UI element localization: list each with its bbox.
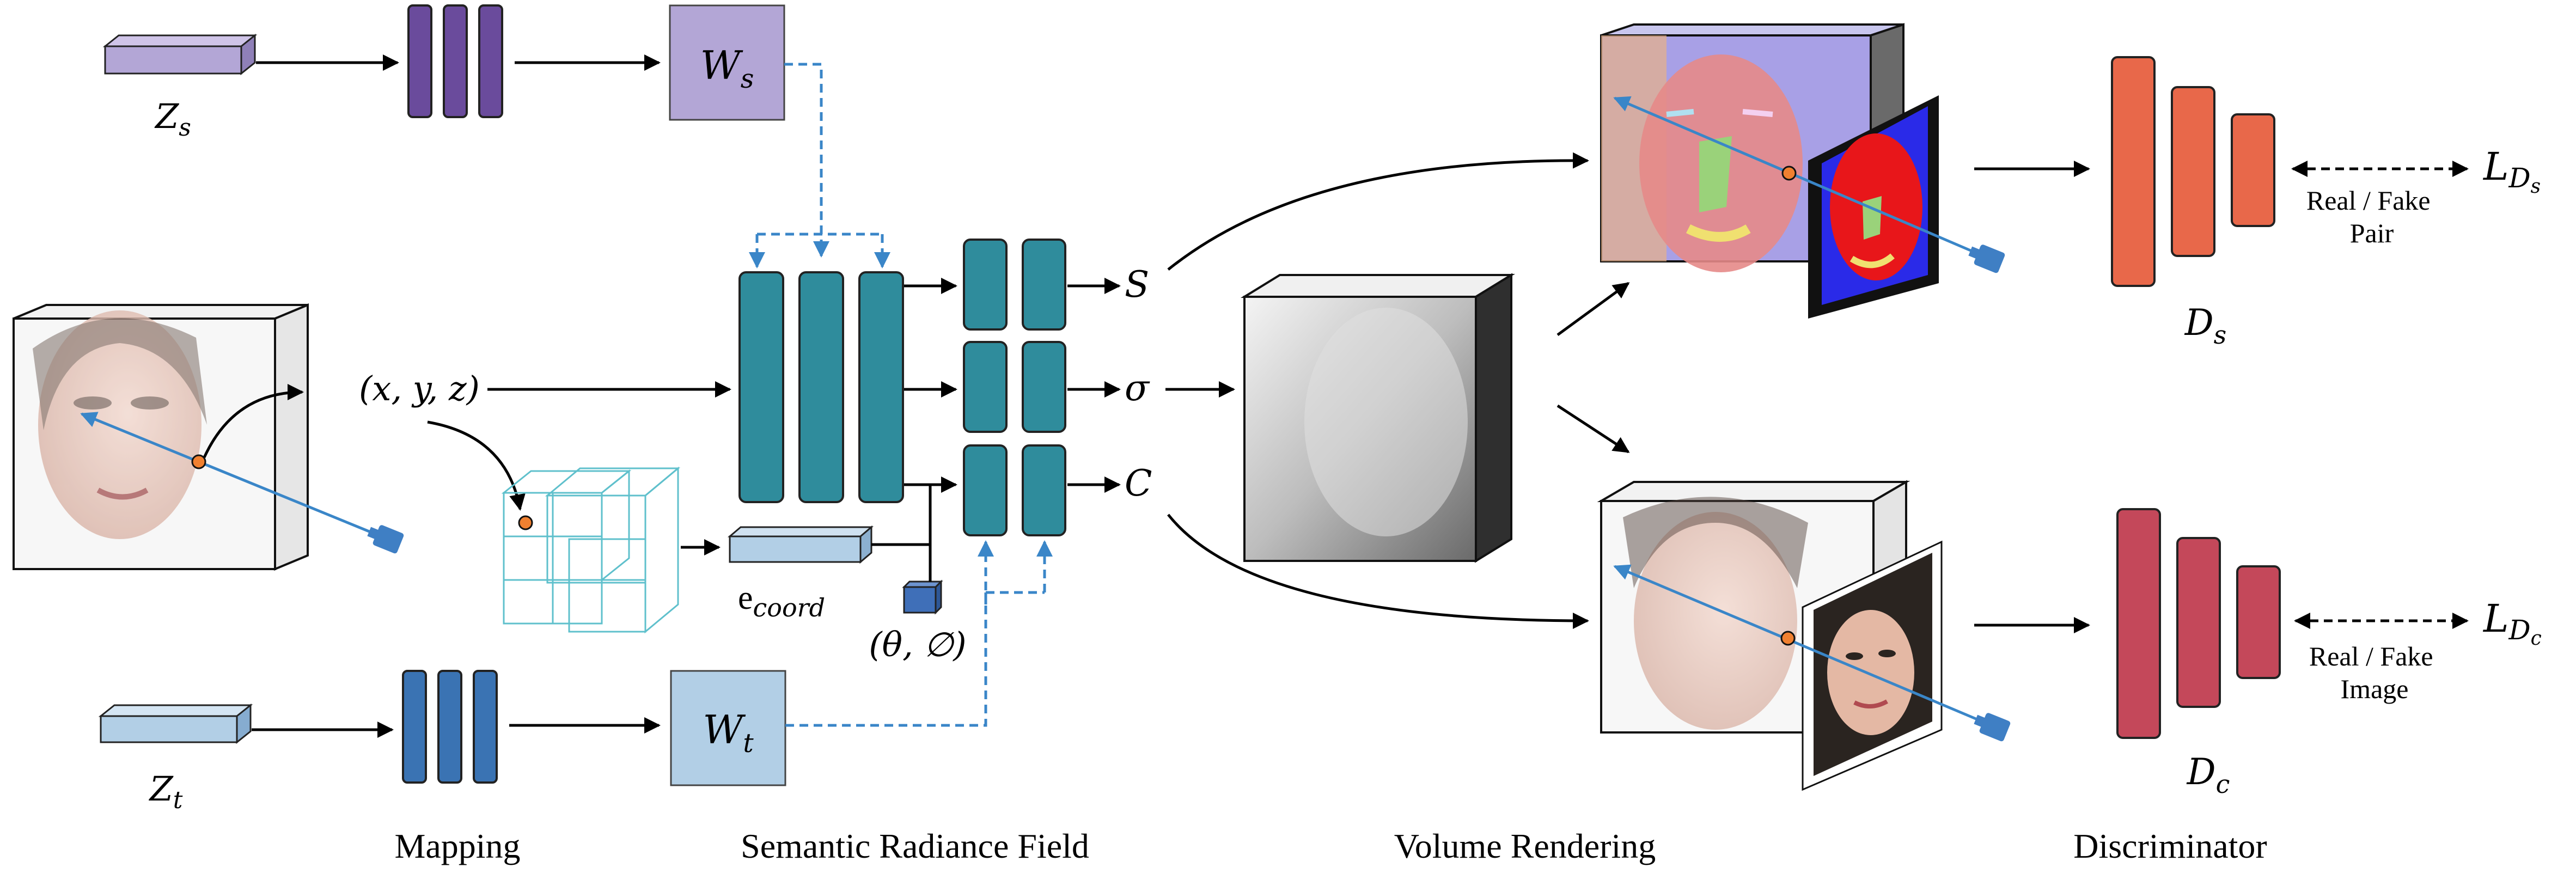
view-direction-block xyxy=(902,579,943,615)
camera-icon xyxy=(367,525,404,554)
face-photo xyxy=(1802,540,1943,791)
coord-embedding-label: ecoord xyxy=(738,579,825,622)
color-discriminator-label: Dc xyxy=(2187,751,2230,799)
arrow-semantic-to-render xyxy=(1167,152,1589,271)
ws-injection-dashed xyxy=(749,63,890,268)
section-label-mapping: Mapping xyxy=(394,827,520,865)
arrow-point-to-coords xyxy=(203,384,304,459)
grid-sample-point xyxy=(518,515,533,530)
hash-grid-icon xyxy=(501,466,681,634)
color-output-label: C xyxy=(1125,462,1152,504)
camera-icon xyxy=(1968,245,2005,273)
texture-latent-label: Zt xyxy=(149,769,183,814)
srf-shared-mlp xyxy=(738,271,904,503)
shape-latent-label: Zs xyxy=(154,96,191,142)
section-label-discriminator: Discriminator xyxy=(2073,827,2267,865)
density-volume-cube xyxy=(1240,273,1516,563)
input-cube-with-face xyxy=(13,303,404,571)
color-view-ray xyxy=(1613,564,1983,723)
shape-latent-block xyxy=(102,33,258,76)
camera-icon xyxy=(1974,713,2011,742)
semantic-loss-label: LDs xyxy=(2482,144,2541,198)
arrow-color-to-render xyxy=(1167,514,1589,629)
color-render-cube xyxy=(1597,480,1910,735)
real-fake-image-label: Real / Fake Image xyxy=(2309,641,2440,704)
srf-semantic-head xyxy=(963,239,1066,331)
wt-injection-dashed xyxy=(785,540,1053,727)
texture-latent-block xyxy=(98,703,253,744)
semantic-mask-image xyxy=(1808,95,1939,319)
section-label-volume-rendering: Volume Rendering xyxy=(1394,827,1656,865)
svg-text:Wt: Wt xyxy=(703,707,754,759)
shape-mapping-network xyxy=(407,4,503,118)
density-output-label: σ xyxy=(1125,367,1150,409)
semantic-output-label: S xyxy=(1125,264,1149,305)
real-fake-pair-label: Real / Fake Pair xyxy=(2306,185,2437,248)
face-image xyxy=(33,310,207,539)
semantic-discriminator xyxy=(2111,56,2275,287)
sample-point xyxy=(191,454,206,469)
coords-label: (x, y, z) xyxy=(359,369,480,408)
texture-style-box: Wt xyxy=(670,670,786,786)
view-direction-label: (θ, ∅) xyxy=(869,625,966,664)
svg-text:Ws: Ws xyxy=(700,42,754,94)
coord-embedding-block xyxy=(727,525,874,564)
srf-color-head xyxy=(963,444,1066,536)
semantic-discriminator-label: Ds xyxy=(2184,302,2227,350)
color-discriminator xyxy=(2116,508,2281,739)
color-loss-label: LDc xyxy=(2482,596,2542,650)
srf-density-head xyxy=(963,341,1066,433)
arrow-coords-to-grid xyxy=(427,420,526,511)
section-label-srf: Semantic Radiance Field xyxy=(741,827,1089,865)
shape-style-box: Ws xyxy=(669,4,785,121)
view-ray xyxy=(80,412,382,538)
texture-mapping-network xyxy=(402,670,498,784)
